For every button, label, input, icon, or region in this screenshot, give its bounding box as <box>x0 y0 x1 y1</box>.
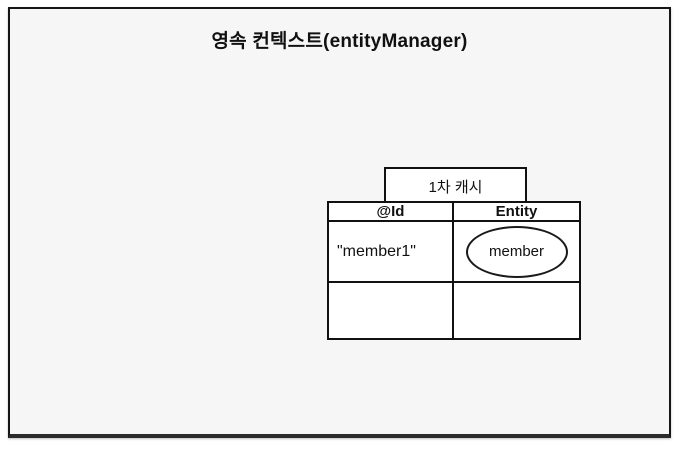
id-cell: "member1" <box>329 222 454 281</box>
entity-label: member <box>488 243 544 260</box>
column-header-id: @Id <box>329 203 454 220</box>
first-level-cache-label: 1차 캐시 <box>428 178 483 196</box>
page-title: 영속 컨텍스트(entityManager) <box>211 31 468 52</box>
slide-frame: 영속 컨텍스트(entityManager) 1차 캐시 @Id Entity … <box>8 7 671 438</box>
table-header-row: @Id Entity <box>329 203 579 222</box>
table-row: "member1" member <box>329 222 579 283</box>
entity-cell: member <box>454 222 579 281</box>
first-level-cache-box: 1차 캐시 <box>384 167 527 205</box>
entity-ellipse: member <box>465 225 568 278</box>
id-cell-empty <box>329 283 454 338</box>
entity-cell-empty <box>454 283 579 338</box>
table-row <box>329 283 579 338</box>
cache-table: @Id Entity "member1" member <box>327 201 581 340</box>
column-header-entity: Entity <box>495 203 538 220</box>
